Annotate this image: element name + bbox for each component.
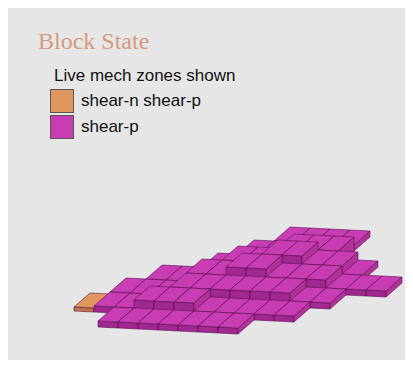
block-face [274, 301, 310, 316]
block-face [342, 260, 378, 275]
legend-swatch [50, 89, 74, 113]
block-face [306, 265, 342, 280]
block-face [366, 276, 402, 291]
block-face [310, 288, 346, 303]
legend-swatch [50, 115, 74, 139]
legend-subtitle: Live mech zones shown [54, 66, 235, 86]
legend-text: shear-n shear-p [81, 91, 201, 111]
block-face [318, 236, 354, 251]
block-face [218, 313, 254, 328]
plot-title: Block State [38, 28, 149, 55]
block-face [322, 251, 358, 266]
block-face [246, 254, 282, 269]
legend-text: shear-p [81, 117, 139, 137]
block-face [270, 278, 306, 293]
block-face [282, 241, 318, 256]
block-face [174, 288, 210, 303]
